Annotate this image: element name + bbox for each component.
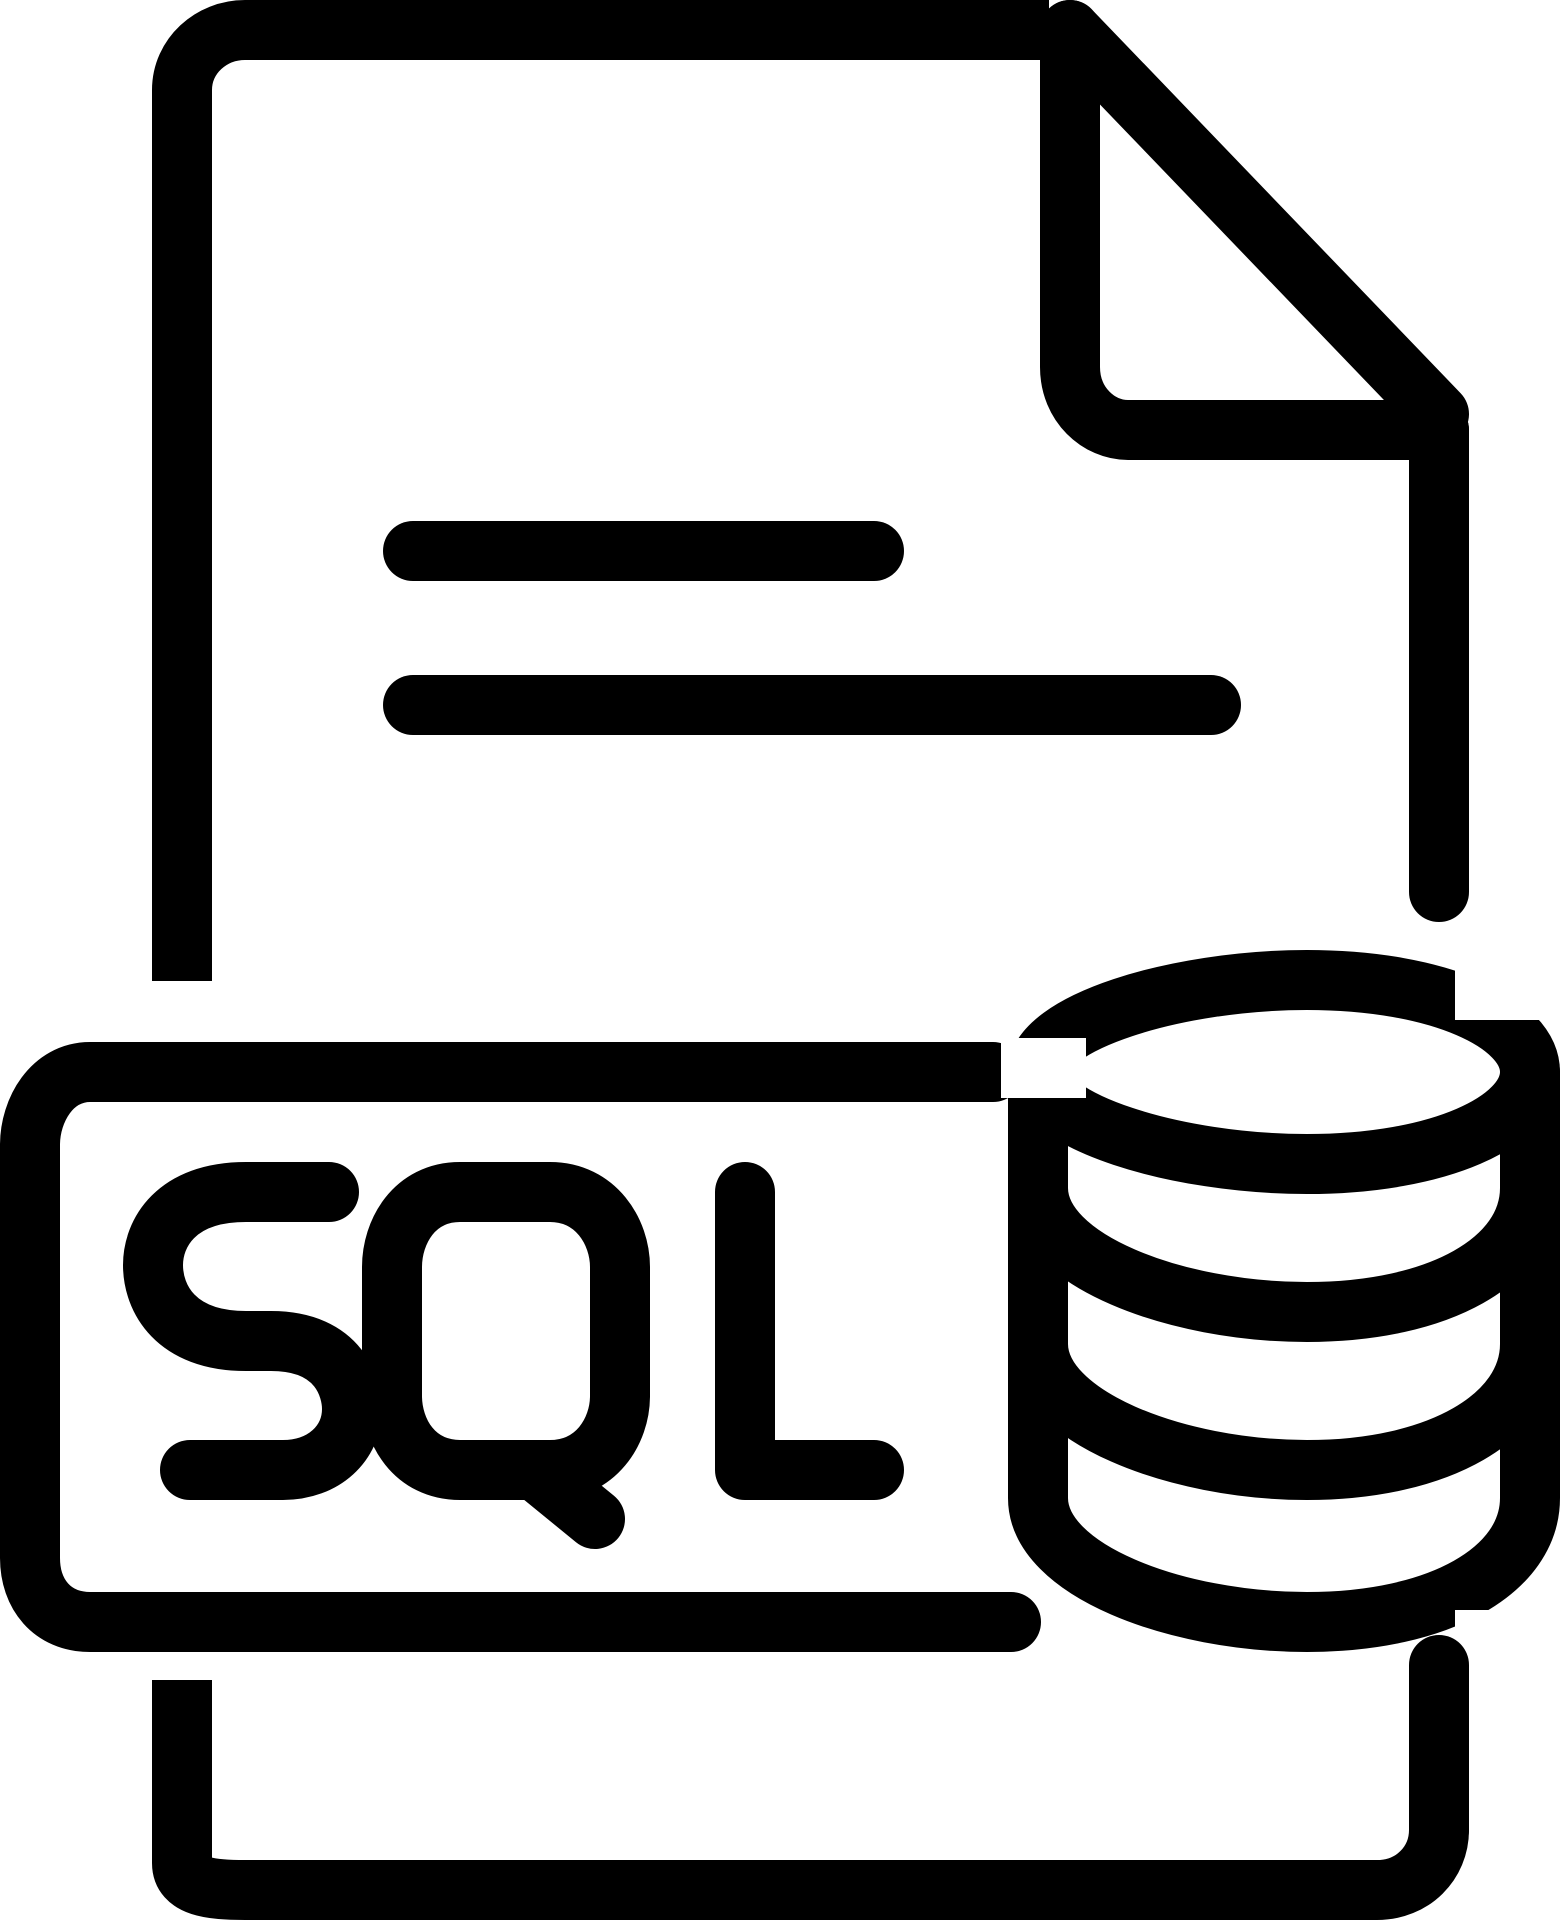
letter-q-tail <box>505 1440 625 1549</box>
overlap-masks <box>1001 900 1543 1684</box>
folded-corner <box>1040 0 1469 863</box>
database-left-side <box>1008 1042 1560 1652</box>
document-top-left-edge <box>152 0 1049 981</box>
letter-l <box>715 1162 904 1500</box>
document-bottom-left-edge <box>152 1665 1469 1920</box>
database-band-2 <box>1008 1314 1560 1500</box>
letter-q <box>362 1162 650 1500</box>
folded-corner-diagonal <box>1040 0 1469 444</box>
document-text-lines <box>383 521 1241 735</box>
sql-letters <box>123 1162 904 1549</box>
sql-label-frame <box>0 1042 1041 1652</box>
database-band-1 <box>1008 1158 1560 1342</box>
letter-s <box>123 1162 382 1500</box>
database-icon <box>1008 950 1560 1652</box>
